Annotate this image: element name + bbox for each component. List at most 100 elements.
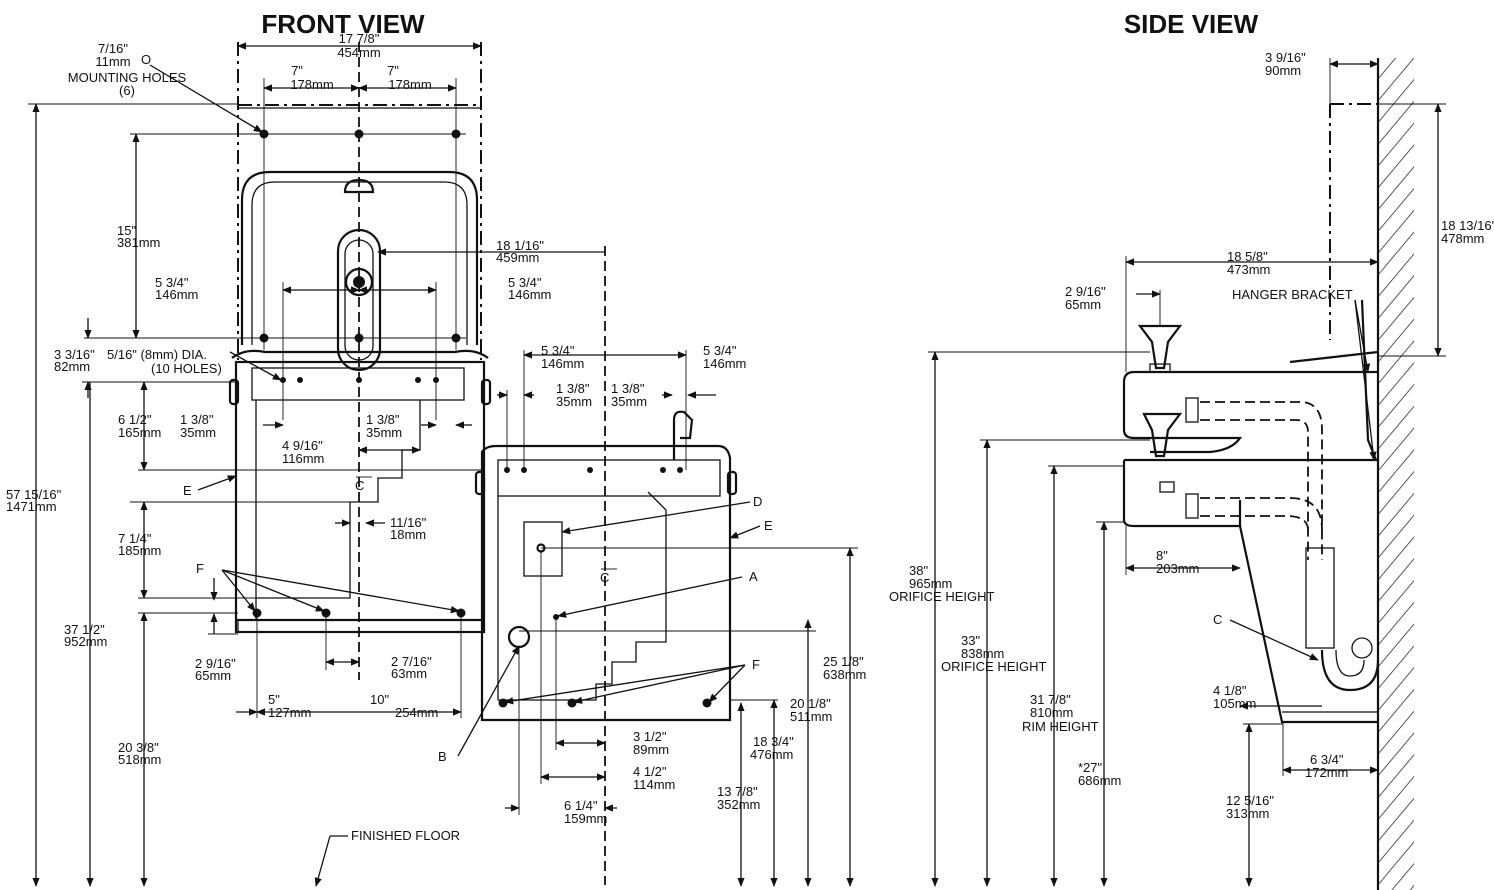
dimension-label: *27" [1078, 760, 1103, 775]
dimension-label: 90mm [1265, 63, 1301, 78]
side-dimension-lines [928, 58, 1446, 887]
dimension-label: 1 3/8" [366, 412, 400, 427]
dimension-label: 20 1/8" [790, 696, 831, 711]
dimension-label: 5 3/4" [541, 343, 575, 358]
dimension-label: 146mm [541, 356, 584, 371]
dimension-label: 4 1/8" [1213, 683, 1247, 698]
dimension-label: 3 3/16" [54, 347, 95, 362]
dimension-label: 3 9/16" [1265, 50, 1306, 65]
dimension-label: 35mm [366, 425, 402, 440]
dimension-label: 18 1/16" [496, 238, 544, 253]
dimension-label: 178mm [388, 77, 431, 92]
dimension-label: 146mm [155, 287, 198, 302]
dimension-label: 5" [268, 692, 280, 707]
dimension-label: 1471mm [6, 499, 57, 514]
dimension-label: 5/16" (8mm) DIA. [107, 347, 207, 362]
callout-e-lower: E [764, 518, 773, 533]
dimension-label: 838mm [961, 646, 1004, 661]
dimension-label: 518mm [118, 752, 161, 767]
dimension-label: 185mm [118, 543, 161, 558]
front-upper-unit: C [228, 42, 492, 680]
dimension-label: 5 3/4" [703, 343, 737, 358]
dimension-label: 352mm [717, 797, 760, 812]
dimension-label: 5 3/4" [155, 275, 189, 290]
dimension-label: 6 3/4" [1310, 752, 1344, 767]
dimension-label: 3 1/2" [633, 729, 667, 744]
dimension-label: (10 HOLES) [151, 361, 222, 376]
dimension-label: 2 9/16" [1065, 284, 1106, 299]
dimension-label: 20 3/8" [118, 740, 159, 755]
dimension-label: 159mm [564, 811, 607, 826]
callout-f-lower: F [752, 657, 760, 672]
dimension-label: 82mm [54, 359, 90, 374]
dimension-label: 146mm [703, 356, 746, 371]
dimension-label: 7" [387, 63, 399, 78]
dimension-label: 254mm [395, 705, 438, 720]
centerline-symbol-upper: C [355, 478, 364, 493]
dimension-label: 459mm [496, 250, 539, 265]
dimension-label: 165mm [118, 425, 161, 440]
front-labels: 7/16" 11mm O MOUNTING HOLES (6) 17 7/8" … [6, 31, 866, 843]
dimension-label: 18 5/8" [1227, 249, 1268, 264]
dimension-label: 105mm [1213, 696, 1256, 711]
dimension-label: 10" [370, 692, 389, 707]
callout-b: B [438, 749, 447, 764]
dimension-label: 952mm [64, 634, 107, 649]
dimension-label: 13 7/8" [717, 784, 758, 799]
dimension-label: 1 3/8" [556, 381, 590, 396]
dimension-label: 65mm [1065, 297, 1101, 312]
dimension-label: 686mm [1078, 773, 1121, 788]
mounting-hole-size-mm: 11mm [95, 54, 130, 69]
callout-c-side: C [1213, 612, 1222, 627]
dimension-label: 6 1/4" [564, 798, 598, 813]
dimension-label: ORIFICE HEIGHT [941, 659, 1047, 674]
dimension-label: 178mm [290, 77, 333, 92]
dimension-label: 2 7/16" [391, 654, 432, 669]
callout-a: A [749, 569, 758, 584]
dimension-label: 2 9/16" [195, 656, 236, 671]
dimension-label: 18 13/16" [1441, 218, 1494, 233]
dimension-label: 35mm [180, 425, 216, 440]
dimension-label: 63mm [391, 666, 427, 681]
dimension-label: 57 15/16" [6, 487, 62, 502]
dimension-label: 35mm [556, 394, 592, 409]
dimension-label: 38" [909, 563, 928, 578]
dimension-label: 381mm [117, 235, 160, 250]
dimension-label: 12 5/16" [1226, 793, 1274, 808]
dimension-label: 6 1/2" [118, 412, 152, 427]
dimension-label: 638mm [823, 667, 866, 682]
dimension-label: 476mm [750, 747, 793, 762]
dimension-label: 15" [117, 223, 136, 238]
dimension-label: 37 1/2" [64, 622, 105, 637]
front-lower-unit: C [474, 246, 738, 885]
dimension-label: 1 3/8" [611, 381, 645, 396]
front-view-title: FRONT VIEW [261, 9, 425, 39]
dimension-label: 116mm [282, 451, 324, 466]
mounting-holes-count: (6) [119, 83, 135, 98]
dimension-label: 31 7/8" [1030, 692, 1071, 707]
dimension-label: 18mm [390, 527, 426, 542]
dimension-label: 511mm [790, 709, 832, 724]
dimension-label: 810mm [1030, 705, 1073, 720]
dimension-label: 478mm [1441, 231, 1484, 246]
dimension-label: 454mm [337, 45, 380, 60]
svg-text:O: O [141, 52, 151, 67]
dimension-label: 11/16" [390, 515, 427, 530]
dimension-label: 17 7/8" [339, 31, 380, 46]
side-labels: 3 9/16" 90mm 18 13/16" 478mm 18 5/8" 473… [889, 50, 1494, 821]
dimension-label: 4 1/2" [633, 764, 667, 779]
dimension-label: RIM HEIGHT [1022, 719, 1099, 734]
dimension-label: 965mm [909, 576, 952, 591]
side-view-title: SIDE VIEW [1124, 9, 1259, 39]
callout-d: D [753, 494, 762, 509]
callout-f-front: F [196, 561, 204, 576]
dimension-label: 89mm [633, 742, 669, 757]
dimension-label: 65mm [195, 668, 231, 683]
dimension-label: 1 3/8" [180, 412, 214, 427]
dimension-label: 5 3/4" [508, 275, 542, 290]
dimension-label: 203mm [1156, 561, 1199, 576]
dimension-label: 114mm [633, 777, 675, 792]
side-wall [1376, 58, 1414, 890]
dimension-label: 8" [1156, 548, 1168, 563]
dimension-label: 4 9/16" [282, 438, 323, 453]
